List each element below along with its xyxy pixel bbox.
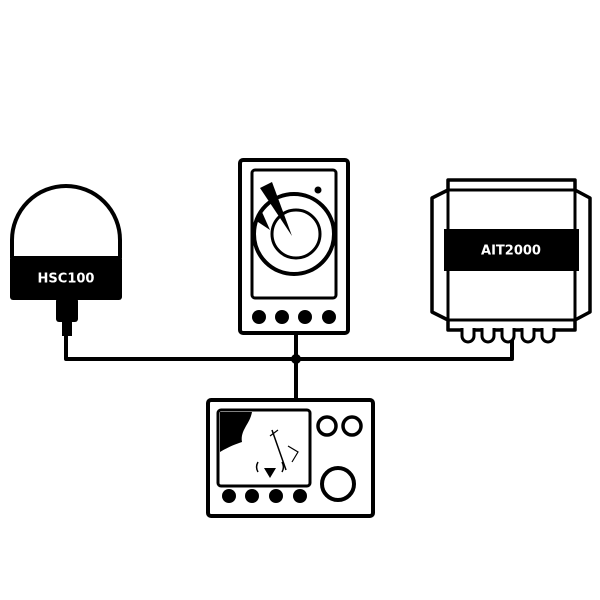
radar-button-2[interactable] (275, 310, 289, 324)
network-junction (291, 354, 301, 364)
cable-compass (64, 335, 296, 361)
radar-button-3[interactable] (298, 310, 312, 324)
plotter-button-2[interactable] (245, 489, 259, 503)
radar-button-4[interactable] (322, 310, 336, 324)
plotter-button-4[interactable] (293, 489, 307, 503)
network-cables (64, 333, 514, 400)
cable-ais (296, 333, 514, 361)
plotter-button-3[interactable] (269, 489, 283, 503)
ais-label: AIT2000 (481, 244, 541, 259)
chart-plotter (206, 398, 375, 518)
dome-sensor-icon (10, 184, 122, 336)
plotter-button-1[interactable] (222, 489, 236, 503)
plotter-knob-small-1[interactable] (316, 415, 338, 437)
plotter-knob-small-2[interactable] (341, 415, 363, 437)
transponder-box-icon (430, 178, 592, 344)
ais-transponder: AIT2000 (430, 178, 592, 344)
radar-display (238, 158, 350, 335)
radar-display-icon (238, 158, 350, 335)
compass-label: HSC100 (38, 272, 95, 287)
radar-button-1[interactable] (252, 310, 266, 324)
compass-sensor: HSC100 (10, 184, 122, 336)
plotter-knob-large[interactable] (320, 466, 356, 502)
chart-plotter-icon (206, 398, 375, 518)
